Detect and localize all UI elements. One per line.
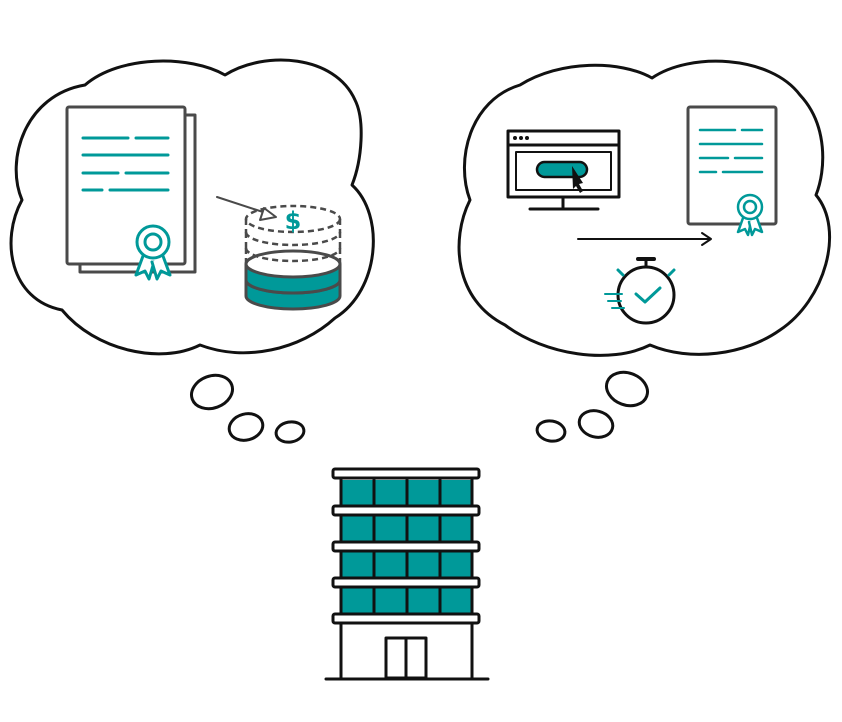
checkmark-icon (634, 286, 662, 304)
left-trail-bubble-small (274, 420, 306, 444)
office-building-icon (324, 467, 490, 681)
coin-stack-icon (244, 204, 342, 311)
right-thought-cloud (457, 59, 831, 443)
process-arrow-right (577, 232, 712, 246)
right-trail-bubble-small (535, 419, 567, 443)
right-trail-bubble-medium (577, 409, 615, 439)
right-cloud-outline (457, 59, 831, 357)
mouse-cursor-icon (572, 166, 583, 193)
transfer-arrow-left (216, 196, 277, 221)
building-floor-slabs (331, 467, 481, 625)
right-trail-bubble-large (605, 370, 649, 408)
certificate-document-icon (65, 105, 197, 274)
award-ribbon-icon (134, 224, 172, 281)
dollar-symbol: $ (285, 207, 302, 235)
left-trail-bubble-medium (227, 412, 265, 442)
monitor-icon (506, 129, 621, 211)
left-trail-bubble-large (190, 373, 234, 411)
stopwatch-icon (604, 257, 676, 325)
left-thought-cloud (9, 58, 375, 444)
dollar-sign-icon: $ (285, 207, 302, 235)
building-door (384, 636, 428, 680)
certificate-document-icon-right (686, 105, 778, 237)
left-cloud-outline (9, 58, 375, 356)
